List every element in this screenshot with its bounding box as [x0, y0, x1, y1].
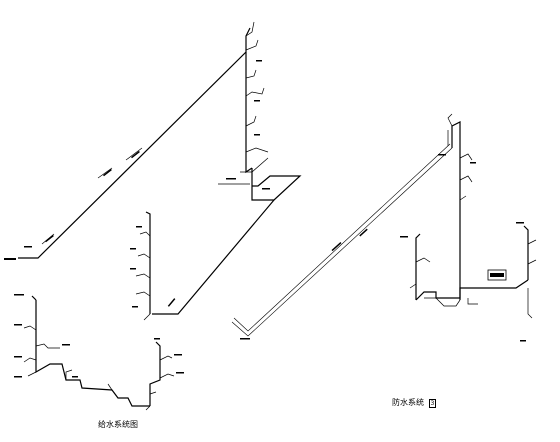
supply-offset-loop — [251, 168, 302, 201]
supply-riser — [245, 52, 253, 174]
tag-mark — [4, 258, 16, 260]
fire-right-drop — [527, 288, 533, 319]
detail-step-1 — [65, 369, 73, 380]
tag-mark — [14, 356, 22, 358]
tag-mark — [130, 248, 136, 250]
riser2-stub — [143, 313, 151, 321]
fire-branch-1 — [459, 153, 473, 161]
label-leader-1 — [125, 147, 143, 161]
tag-mark — [254, 100, 260, 102]
tag-mark — [470, 162, 476, 164]
detail-main — [35, 300, 150, 407]
fire-equipment-fill — [490, 273, 504, 277]
water-supply-caption: 给水系统图 — [98, 420, 138, 429]
tag-mark — [72, 376, 78, 378]
detail-branch-4 — [27, 371, 37, 377]
tag-mark — [45, 234, 54, 243]
tag-mark — [130, 268, 136, 270]
fire-diagonal-b — [233, 143, 451, 332]
label-leader-2 — [97, 167, 113, 179]
tag-mark — [14, 324, 22, 326]
fire-right-riser — [523, 225, 529, 280]
riser2-branch-4 — [135, 291, 151, 297]
tag-mark — [14, 294, 24, 296]
fire-header-drop — [467, 298, 478, 305]
water-supply-detail — [14, 294, 184, 411]
tag-mark — [438, 154, 446, 156]
detail-right-branch-3 — [149, 391, 157, 395]
detail-right-branch-1 — [159, 355, 173, 361]
fire-right-branch — [527, 239, 537, 245]
fire-equipment-block — [487, 269, 507, 281]
fire-branch-3 — [459, 195, 467, 201]
tag-mark — [14, 376, 22, 378]
tag-mark — [176, 372, 184, 374]
tag-mark — [254, 134, 260, 136]
tag-mark — [331, 241, 342, 252]
detail-right-branch-2 — [159, 373, 175, 379]
supply-top-branch — [245, 39, 259, 51]
fire-header-lower — [424, 297, 461, 307]
tag-mark — [520, 340, 526, 342]
fire-riser-top — [447, 113, 453, 127]
tag-mark — [256, 60, 262, 62]
fire-header — [415, 279, 529, 301]
detail-branch-2 — [35, 343, 60, 349]
riser2-branch-2 — [137, 253, 151, 259]
supply-top-branch-2 — [245, 21, 255, 37]
riser2-branch-1 — [139, 231, 151, 237]
tag-mark — [62, 344, 70, 346]
supply-riser-2 — [145, 211, 151, 314]
tag-mark — [359, 228, 368, 237]
fire-diagonal-a — [231, 147, 453, 337]
fire-riser-a — [451, 121, 461, 300]
detail-right-stub — [145, 405, 151, 411]
supply-main-diagonal — [18, 27, 251, 259]
tag-mark — [167, 298, 176, 307]
fire-branch-2 — [459, 175, 473, 183]
detail-step-2 — [107, 383, 113, 391]
riser-branch-1 — [245, 69, 257, 79]
riser-branch-2 — [245, 87, 265, 97]
tag-mark — [400, 236, 408, 238]
tag-mark — [226, 178, 236, 180]
tag-mark — [240, 338, 250, 340]
tag-mark — [132, 306, 138, 308]
tag-mark — [103, 168, 112, 177]
fire-left-branch-2 — [409, 283, 417, 289]
detail-riser-left — [31, 295, 37, 301]
tag-mark — [516, 222, 524, 224]
tag-mark — [262, 188, 270, 190]
riser2-branch-3 — [135, 273, 151, 279]
detail-branch-1 — [23, 325, 37, 331]
fire-water-caption-badge: 3 — [428, 399, 437, 408]
riser-branch-4 — [245, 147, 269, 153]
tag-mark — [136, 226, 142, 228]
fire-water-caption-text: 防水系统 — [392, 398, 424, 407]
tag-mark — [174, 354, 182, 356]
supply-offset-branch — [240, 157, 269, 173]
fire-water-system — [231, 113, 537, 342]
fire-water-caption: 防水系统 3 — [392, 397, 437, 408]
fire-left-riser — [415, 233, 421, 300]
fire-right-branch-2 — [527, 259, 537, 265]
detail-branch-3 — [23, 357, 37, 363]
tag-mark — [24, 246, 32, 248]
supply-lower-diagonal — [152, 199, 275, 315]
water-supply-system — [4, 21, 302, 321]
tag-mark — [154, 338, 160, 340]
fire-left-branch — [415, 257, 431, 263]
riser-branch-3 — [245, 115, 257, 127]
tag-mark — [131, 150, 140, 159]
detail-riser-right — [149, 341, 161, 406]
